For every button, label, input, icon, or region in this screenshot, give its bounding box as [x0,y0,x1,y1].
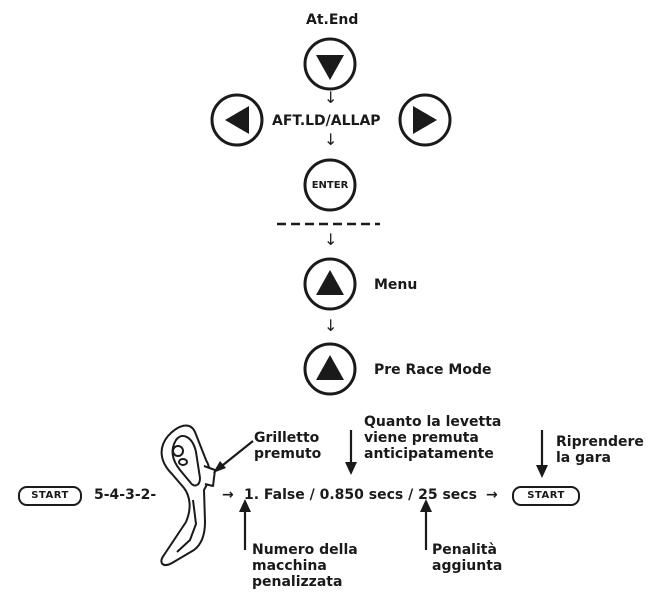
menu-up-button[interactable] [303,257,357,311]
car-number-annotation: Numero della macchina penalizzata [252,542,358,590]
trigger-arrow [217,440,254,470]
arrow-right-2: → [486,487,498,503]
arrow-down-2: ↓ [324,130,338,149]
arrow-down-3: ↓ [324,230,338,249]
triangle-left-icon [225,106,249,134]
at-end-label: At.End [306,12,359,28]
arrow-right-1: → [222,487,234,503]
trigger-annotation: Grilletto premuto [254,430,322,462]
penalty-annotation: Penalità aggiunta [432,542,503,574]
right-button[interactable] [398,93,452,147]
start-button-right[interactable]: START [512,486,580,506]
triangle-up-icon [316,270,344,295]
resume-annotation: Riprendere la gara [556,434,644,466]
arrow-down-4: ↓ [324,316,338,335]
result-label: 1. False / 0.850 secs / 25 secs [244,487,477,503]
arrow-down-1: ↓ [324,88,338,107]
countdown-label: 5-4-3-2- [94,487,157,503]
enter-label: ENTER [311,180,349,191]
triangle-up-icon [316,355,344,380]
enter-button[interactable] [303,158,357,212]
early-annotation: Quanto la levetta viene premuta anticipa… [364,414,502,462]
start-button-left[interactable]: START [18,486,82,506]
hand-controller-icon [160,424,216,566]
menu-label: Menu [374,277,418,293]
aft-ld-label: AFT.LD/ALLAP [272,113,381,129]
triangle-right-icon [413,106,437,134]
pre-race-label: Pre Race Mode [374,362,492,378]
down-button[interactable] [303,37,357,91]
pre-race-up-button[interactable] [303,342,357,396]
triangle-down-icon [316,55,344,80]
left-button[interactable] [210,93,264,147]
